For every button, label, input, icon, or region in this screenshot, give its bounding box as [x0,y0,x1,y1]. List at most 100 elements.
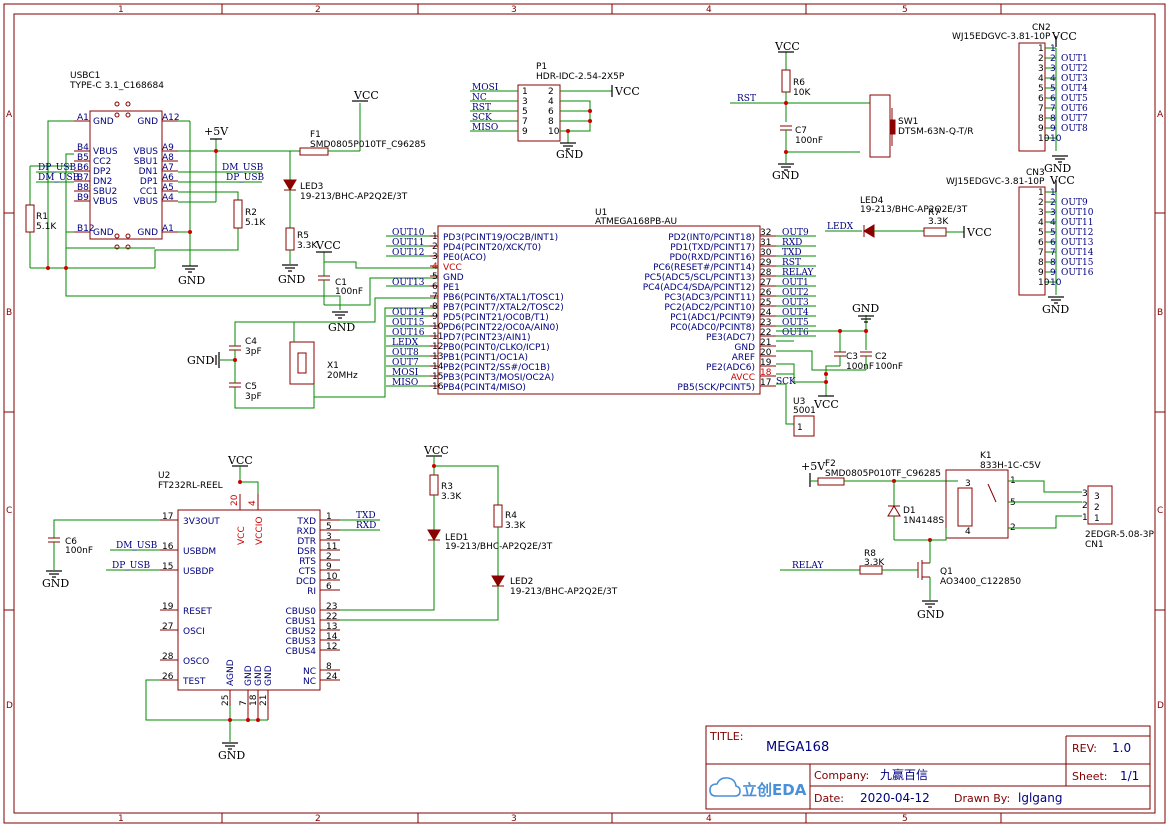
tb-drawn-label: Drawn By: [954,792,1010,805]
cn2-net-7: OUT7 [1061,114,1088,124]
led2-ref: LED2 [510,577,533,587]
led2[interactable]: LED2 19-213/BHC-AP2Q2E/3T [340,575,618,621]
r5-resistor[interactable]: R5 3.3K [285,227,318,264]
usbc1-pinname-right-3: DN1 [139,167,158,177]
usbc1-pin-left-7: B12 [77,224,95,234]
u1-pinname-14: PB2(PCINT2/SS#/OC1B) [443,363,550,373]
gnd-symbol-c7: GND [772,163,799,182]
c2-capacitor[interactable]: C2 100nF [860,351,903,372]
u1-pinname-3: PE0(ACO) [443,253,486,263]
f1-fuse[interactable]: F1 SMD0805P010TF_C96285 [299,103,426,156]
u2-pin-26: 26 [162,672,174,682]
sheet-frame: 1 2 3 4 5 1 2 3 4 5 A B C D A B C D [3,3,1166,824]
u1-net-out15: OUT15 [392,318,425,328]
d1-ref: D1 [903,506,916,516]
u1-pinname-23: PC0(ADC0/PCINT8) [670,323,755,333]
u2-pinname-1: RXD [297,527,316,537]
r3-resistor[interactable]: R3 3.3K [429,474,462,530]
f1-value: SMD0805P010TF_C96285 [310,140,426,150]
tb-rev-label: REV: [1072,742,1097,755]
c1-capacitor[interactable]: C1 100nF [318,252,363,306]
cn1-terminal[interactable]: 3 2 1 3 2 1 2EDGR-5.08-3P CN1 [1082,485,1154,550]
u1-pin-3: 3 [432,252,438,262]
cn3-pinnum-4: 4 [1038,218,1044,228]
u1-pinname-28: PC5(ADC5/SCL/PCINT13) [644,273,755,283]
x1-crystal[interactable]: X1 20MHz [289,341,358,385]
u1-pinname-17: PB5(SCK/PCINT5) [677,383,755,393]
u2-pin-23-8: 23 [326,602,337,612]
r8-ref: R8 [864,549,876,559]
cn2-value: WJ15EDGVC-3.81-10P [952,32,1051,42]
c3-capacitor[interactable]: C3 100nF [834,331,874,372]
u1-pin-7: 7 [432,292,438,302]
vcc-label-r7: VCC [966,226,992,239]
u3-test-point[interactable]: 1 U3 5001 [793,397,816,437]
c4-capacitor[interactable]: C4 3pF [229,337,262,357]
tb-sheet-label: Sheet: [1072,770,1108,783]
cn3-ref: CN3 [1026,168,1045,178]
gnd-label-usb: GND [178,274,205,287]
led2-value: 19-213/BHC-AP2Q2E/3T [510,587,618,597]
r7-resistor[interactable]: R7 3.3K [923,208,964,237]
p1-pin-left-2: 5 [522,107,528,117]
cn2-pinnum-r-2: 2 [1050,54,1056,64]
u1-net-out3: OUT3 [782,298,809,308]
u1-pinname-30: PD0(RXD/PCINT16) [669,253,755,263]
u2-pin-bottom-25: 25 [221,695,231,706]
c7-value: 100nF [795,136,823,146]
r1-ref: R1 [36,212,48,222]
usbc1-pinname-left-2: CC2 [93,157,111,167]
led4[interactable]: LED4 19-213/BHC-AP2Q2E/3T [860,196,968,238]
f2-fuse[interactable]: F2 SMD0805P010TF_C96285 [817,459,958,486]
u1-pin-2: 2 [432,242,438,252]
r3-value: 3.3K [441,492,462,502]
r6-resistor[interactable]: R6 10K [781,52,811,122]
usbc1-value: TYPE-C 3.1_C168684 [69,81,164,91]
frame-col-5: 5 [902,5,908,15]
gnd-label-xtal: GND [187,354,214,367]
r1-resistor[interactable]: R1 5.1K [25,204,57,233]
frame-row-d-right: D [1157,701,1164,711]
svg-text:2: 2 [1094,503,1100,513]
led1[interactable]: LED1 19-213/BHC-AP2Q2E/3T [340,529,553,611]
sw1-ref: SW1 [898,117,918,127]
u1-pin-26: 26 [760,288,772,298]
u1-pinname-24: PC1(ADC1/PCINT9) [670,313,755,323]
r5-value: 3.3K [297,241,318,251]
u1-pinname-25: PC2(ADC2/PCINT10) [664,303,755,313]
u1-pin-19: 19 [760,358,772,368]
r2-resistor[interactable]: R2 5.1K [233,199,266,229]
q1-mosfet[interactable]: Q1 AO3400_C122850 [917,560,1021,600]
d1-diode[interactable]: D1 1N4148S [887,481,944,540]
cn2-net-8: OUT8 [1061,124,1088,134]
u2-pin-bottom-18: 18 [249,694,259,706]
cn3-net-8: OUT16 [1061,268,1094,278]
cn2-net-1: OUT1 [1061,54,1088,64]
p1-pin-right-0: 2 [548,87,554,97]
c5-capacitor[interactable]: C5 3pF [229,382,262,402]
p1-pin-right-3: 8 [548,117,554,127]
led3[interactable]: LED3 19-213/BHC-AP2Q2E/3T [283,151,408,228]
c6-value: 100nF [65,546,93,556]
sw1-reset-switch[interactable]: SW1 DTSM-63N-Q-T/R [869,94,973,158]
c7-capacitor[interactable]: C7 100nF [780,125,823,163]
cn2-net-4: OUT4 [1061,84,1088,94]
c6-capacitor[interactable]: C6 100nF [48,519,160,570]
c1-value: 100nF [335,287,363,297]
f1-ref: F1 [310,130,321,140]
u2-pinname-15: USBDP [183,567,214,577]
u2-pinname-3: DSR [297,547,316,557]
c6-ref: C6 [65,537,77,547]
u1-pin-32: 32 [760,228,771,238]
k1-relay[interactable]: K1 833H-1C-C5V 3 4 1 5 2 [945,451,1041,539]
r4-resistor[interactable]: R4 3.3K [493,504,526,576]
r8-resistor[interactable]: R8 3.3K [859,549,918,575]
u1-pin-24: 24 [760,308,772,318]
